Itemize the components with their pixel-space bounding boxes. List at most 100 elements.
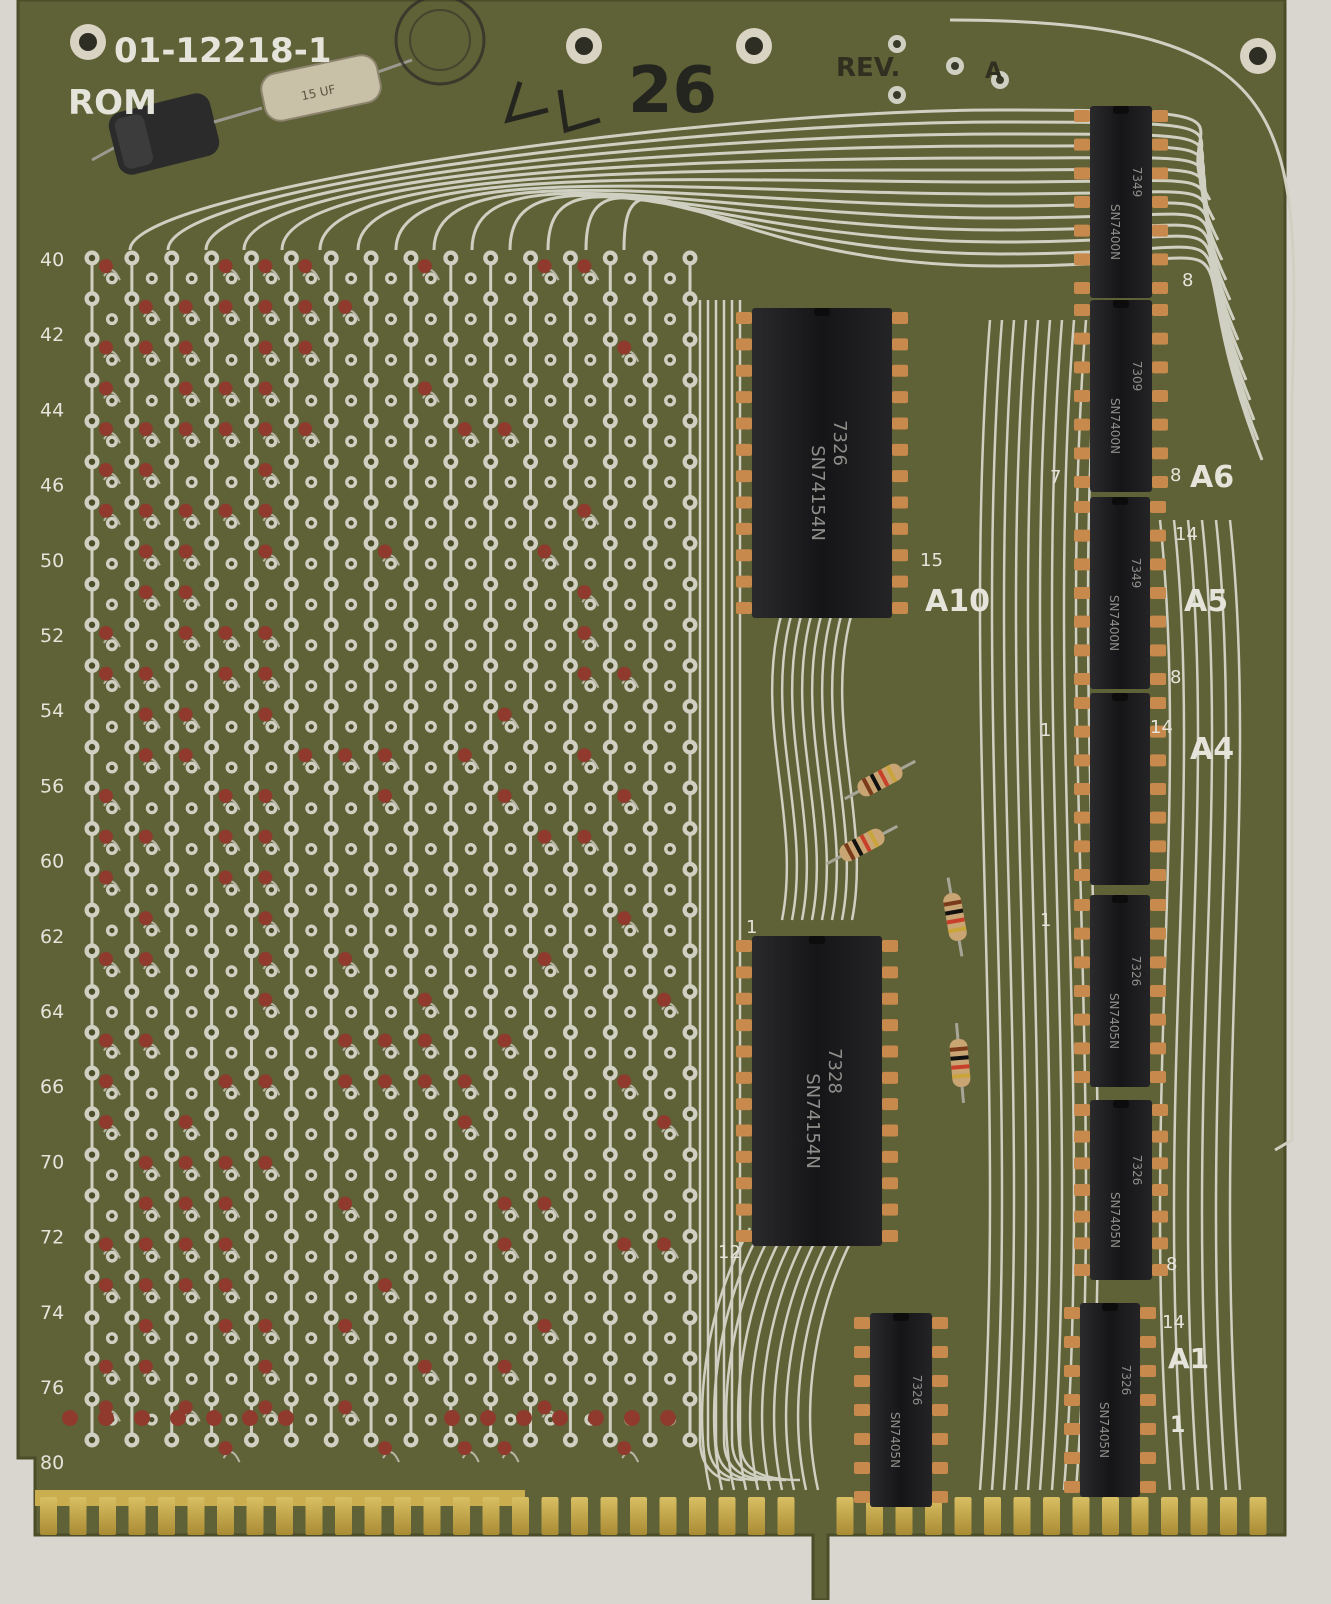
ic-pin [1150, 1042, 1166, 1055]
pad-hole [468, 561, 474, 567]
pad-hole [607, 1314, 614, 1321]
ic-pin [882, 1230, 898, 1242]
pad-hole [248, 906, 255, 914]
pad-hole [109, 1009, 115, 1015]
pad-hole [607, 1192, 614, 1199]
diode-lead [142, 1369, 161, 1382]
pad-hole [428, 1131, 434, 1137]
row-label: 62 [40, 926, 64, 948]
ic-pin [1152, 167, 1168, 180]
pad-hole [407, 377, 415, 384]
pad-hole [667, 398, 673, 404]
pad-hole [667, 438, 673, 445]
pad-hole [667, 316, 673, 322]
column-bus-trace [1038, 319, 1052, 1491]
pad-hole [328, 336, 335, 343]
pad-hole [468, 479, 474, 485]
pad-hole [407, 662, 415, 669]
pad-hole [288, 336, 295, 343]
pad-hole [348, 1009, 354, 1015]
diode-lead [382, 799, 400, 811]
pad-hole [88, 703, 96, 710]
pad-hole [288, 947, 295, 955]
ic-pin [854, 1491, 870, 1503]
pad-hole [547, 683, 554, 689]
pad-hole [288, 825, 295, 832]
ic-part-number: SN7400N [1108, 204, 1122, 260]
pad-hole [367, 1355, 375, 1362]
pad-hole [189, 1050, 195, 1056]
pad-hole [508, 1172, 514, 1178]
pad-hole [627, 520, 633, 526]
diode [218, 666, 233, 681]
diode [258, 707, 273, 722]
pad-hole [308, 1050, 314, 1056]
diode [178, 1155, 193, 1170]
diode [218, 1155, 233, 1170]
pad-hole [587, 1009, 593, 1015]
pad-hole [407, 1314, 415, 1321]
side-trace [722, 300, 773, 1482]
pad-hole [328, 540, 335, 547]
edge-finger [276, 1497, 293, 1535]
diode-lead [621, 799, 640, 811]
ic-pin [1074, 196, 1090, 208]
pad-hole [447, 743, 454, 751]
ic-pin [1150, 1071, 1166, 1083]
pad-hole [109, 1335, 115, 1341]
pad-hole [308, 1172, 314, 1178]
diode [138, 544, 153, 559]
diode [588, 1410, 604, 1426]
pad-hole [208, 377, 215, 384]
pad-hole [447, 784, 454, 792]
pad-hole [468, 398, 474, 404]
pad-hole [627, 1009, 633, 1015]
pad-hole [487, 580, 494, 588]
ic-pin [882, 966, 898, 979]
ic-pin [736, 1230, 752, 1242]
pad-hole [627, 968, 633, 974]
diode [552, 1410, 568, 1426]
pad-hole [428, 1050, 434, 1056]
pad-hole [547, 1335, 554, 1341]
pad-hole [388, 724, 394, 730]
ic-date-code: 7349 [1129, 558, 1143, 589]
pad-hole [468, 683, 474, 689]
diode-lead [103, 839, 121, 852]
ic-pin [932, 1317, 948, 1329]
pad-hole [168, 1029, 175, 1036]
diode-lead [142, 1206, 161, 1219]
pad-hole [567, 866, 574, 873]
pad-hole [128, 988, 136, 995]
pad-hole [228, 1050, 235, 1056]
pad-hole [407, 825, 415, 832]
diode [378, 1278, 392, 1293]
pad-hole [228, 561, 235, 567]
ic-pin [892, 417, 908, 430]
ic-pin [1074, 1157, 1090, 1170]
diode [98, 259, 113, 274]
pad-hole [447, 1233, 454, 1240]
pad-hole [328, 662, 335, 669]
diode [218, 299, 233, 314]
pin-label-8d: 8 [1166, 1254, 1177, 1275]
pad-hole [348, 764, 354, 771]
pad-hole [646, 825, 654, 832]
diode [378, 748, 392, 763]
pad-hole [308, 683, 314, 689]
pad-hole [149, 438, 155, 445]
pad-hole [686, 947, 694, 955]
pad-hole [388, 1050, 394, 1056]
diode-lead [103, 472, 121, 485]
ic-pin [1074, 1264, 1090, 1276]
pad-hole [388, 1417, 394, 1423]
diode-lead [142, 432, 161, 444]
diode-lead [103, 676, 121, 689]
diode-lead [142, 758, 161, 770]
diode [258, 1155, 273, 1170]
diode [138, 1237, 153, 1252]
pad-hole [128, 743, 136, 751]
pad-hole [646, 458, 654, 465]
ic-pin [736, 312, 752, 324]
ic-pin [736, 1045, 752, 1058]
